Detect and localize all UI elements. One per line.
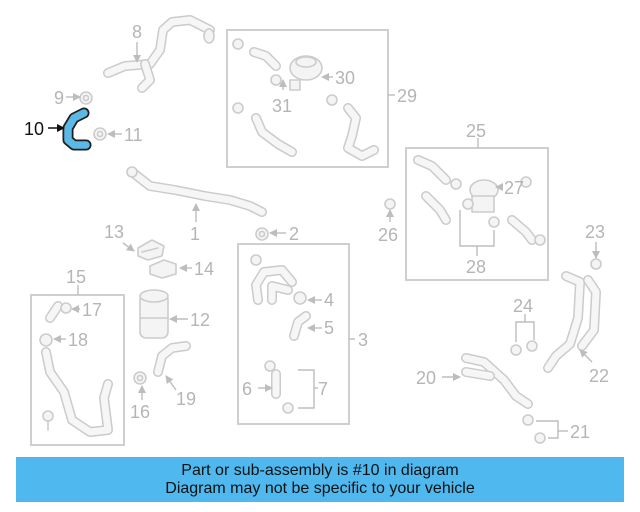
part-22-pipes[interactable] <box>543 271 601 373</box>
callout-15[interactable]: 15 <box>66 267 86 287</box>
leader-19 <box>165 375 177 391</box>
part-27-valve[interactable] <box>469 179 499 213</box>
callout-10-highlighted[interactable]: 10 <box>24 119 44 139</box>
box-group-25 <box>405 147 549 281</box>
leader-28 <box>459 210 495 247</box>
part-31-clamp[interactable] <box>270 74 282 86</box>
part-11-clamp[interactable] <box>93 127 107 141</box>
part-14-bracket[interactable] <box>149 259 177 279</box>
callout-2[interactable]: 2 <box>289 224 299 244</box>
part-20-hose[interactable] <box>461 353 533 409</box>
part-1-pipe[interactable] <box>126 166 267 217</box>
part-18-clamp[interactable] <box>39 333 53 347</box>
part-2-clamp[interactable] <box>255 227 269 241</box>
callout-26[interactable]: 26 <box>378 225 398 245</box>
callout-3[interactable]: 3 <box>358 330 368 350</box>
leader-24 <box>515 321 535 342</box>
callout-22[interactable]: 22 <box>589 366 609 386</box>
part-12-pump[interactable] <box>139 289 169 339</box>
box-group-29 <box>226 29 389 168</box>
part-4-clamp[interactable] <box>293 291 307 305</box>
part-15-pipe[interactable] <box>41 301 113 437</box>
callout-6[interactable]: 6 <box>242 379 252 399</box>
leader-21 <box>536 420 559 439</box>
callout-5[interactable]: 5 <box>324 318 334 338</box>
part-30-valve[interactable] <box>289 55 323 91</box>
part-3-hoses[interactable] <box>250 254 297 305</box>
banner-line-disclaimer: Diagram may not be specific to your vehi… <box>165 479 475 497</box>
part-26-clamp[interactable] <box>384 198 396 210</box>
callout-25[interactable]: 25 <box>466 121 486 141</box>
banner-line-part: Part or sub-assembly is #10 in diagram <box>181 461 459 479</box>
callout-20[interactable]: 20 <box>416 368 436 388</box>
part-25-hoses[interactable] <box>413 155 546 246</box>
leader-22 <box>579 349 593 363</box>
callout-30[interactable]: 30 <box>335 68 355 88</box>
callout-28[interactable]: 28 <box>466 257 486 277</box>
part-28-clamps[interactable] <box>462 198 500 228</box>
callout-7[interactable]: 7 <box>318 379 328 399</box>
callout-9[interactable]: 9 <box>54 88 64 108</box>
part-23-clamp[interactable] <box>590 258 602 270</box>
callout-19[interactable]: 19 <box>176 389 196 409</box>
leader-13 <box>122 242 135 252</box>
callout-21[interactable]: 21 <box>570 422 590 442</box>
callout-4[interactable]: 4 <box>324 290 334 310</box>
callout-13[interactable]: 13 <box>104 222 124 242</box>
part-7-clamps[interactable] <box>264 360 294 414</box>
callout-16[interactable]: 16 <box>130 402 150 422</box>
callout-23[interactable]: 23 <box>585 222 605 242</box>
callout-14[interactable]: 14 <box>194 259 214 279</box>
part-19-hose[interactable] <box>153 341 191 377</box>
callout-1[interactable]: 1 <box>190 224 200 244</box>
part-17-clamp[interactable] <box>60 302 72 314</box>
part-29-hoses[interactable] <box>232 38 379 161</box>
callout-11[interactable]: 11 <box>124 125 143 145</box>
callout-8[interactable]: 8 <box>132 22 142 42</box>
callout-17[interactable]: 17 <box>82 300 102 320</box>
part-9-clamp[interactable] <box>79 91 93 105</box>
part-8-pipe[interactable] <box>103 15 215 93</box>
callout-31[interactable]: 31 <box>272 96 292 116</box>
part-16-clamp[interactable] <box>133 371 147 385</box>
part-5-hose[interactable] <box>289 311 311 341</box>
info-banner: Part or sub-assembly is #10 in diagram D… <box>16 457 624 502</box>
callout-27[interactable]: 27 <box>504 178 524 198</box>
box-group-3 <box>237 243 350 425</box>
callout-24[interactable]: 24 <box>513 296 533 316</box>
callout-18[interactable]: 18 <box>68 330 88 350</box>
part-10-hose-highlighted[interactable] <box>62 107 92 151</box>
leader-7 <box>298 369 315 409</box>
part-24-clamps[interactable] <box>510 340 538 356</box>
part-21-clamps[interactable] <box>522 414 546 444</box>
part-13-bracket[interactable] <box>137 239 165 261</box>
callout-12[interactable]: 12 <box>190 310 210 330</box>
callout-29[interactable]: 29 <box>397 86 417 106</box>
